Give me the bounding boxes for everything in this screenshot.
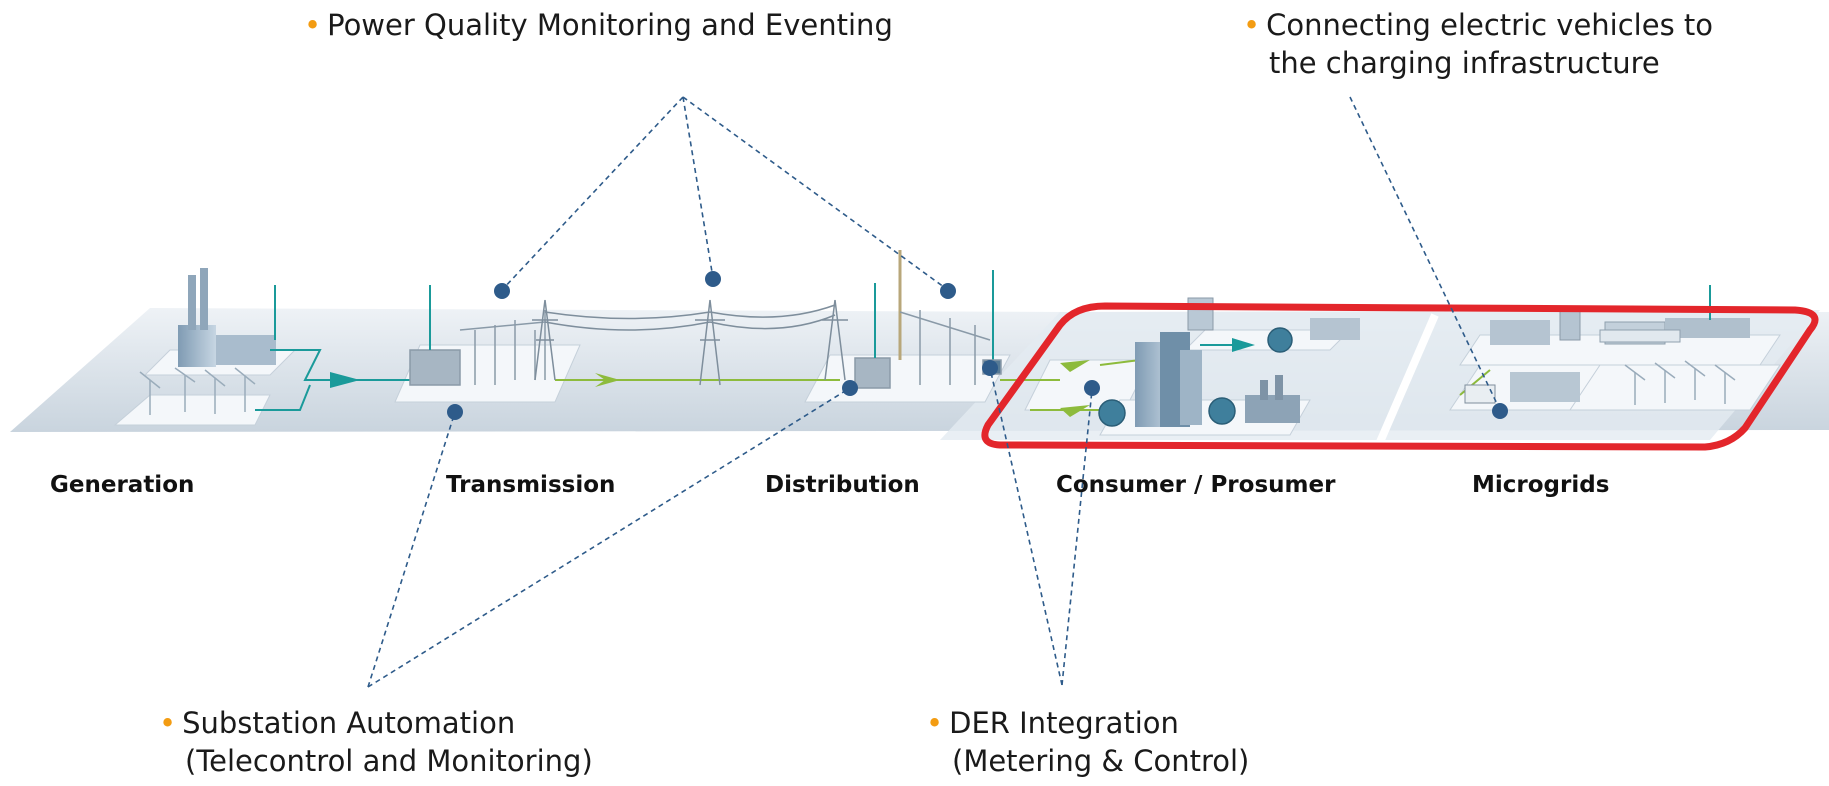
green-flow-arrow xyxy=(595,373,620,387)
callout-substation-line2: (Telecontrol and Monitoring) xyxy=(185,744,593,778)
generation-wind-turbines xyxy=(139,367,256,415)
stage-label-distribution: Distribution xyxy=(765,472,920,498)
bullet-icon: • xyxy=(926,706,944,740)
microgrid-assets xyxy=(1464,285,1750,405)
stage-label-transmission: Transmission xyxy=(446,472,616,498)
callout-der: •DER Integration (Metering & Control) xyxy=(926,704,1249,780)
location-markers xyxy=(447,271,1508,420)
callout-substation-line1: Substation Automation xyxy=(182,706,516,740)
callout-ev-charging: •Connecting electric vehicles to the cha… xyxy=(1243,6,1713,82)
stage-label-microgrids: Microgrids xyxy=(1472,472,1610,498)
callout-ev-charging-line1: Connecting electric vehicles to xyxy=(1266,8,1714,42)
marker-distribution-substation xyxy=(842,380,858,396)
marker-transmission-substation xyxy=(447,404,463,420)
prosumer-microgrid-highlight-border xyxy=(981,302,1819,451)
consumer-buildings xyxy=(1135,297,1581,427)
callout-ev-charging-line2: the charging infrastructure xyxy=(1269,46,1660,80)
marker-transmission-pq xyxy=(494,283,510,299)
green-flow-arrow-2 xyxy=(1060,360,1090,372)
transmission-substation xyxy=(409,285,546,386)
callout-substation: •Substation Automation (Telecontrol and … xyxy=(159,704,593,780)
marker-der-consumer xyxy=(1084,380,1100,396)
transmission-towers xyxy=(532,299,848,386)
bullet-icon: • xyxy=(1243,8,1261,42)
marker-der-distribution xyxy=(982,360,998,376)
callout-der-line2: (Metering & Control) xyxy=(952,744,1250,778)
green-flow-arrow-3 xyxy=(1060,405,1090,417)
marker-distribution-pq xyxy=(940,283,956,299)
teal-flow-arrow-2 xyxy=(1232,338,1255,352)
stage-label-consumer: Consumer / Prosumer xyxy=(1056,472,1336,498)
teal-flow-arrow xyxy=(330,372,360,388)
marker-tower-pq xyxy=(705,271,721,287)
callout-der-line1: DER Integration xyxy=(949,706,1179,740)
generation-plant xyxy=(178,268,276,367)
bullet-icon: • xyxy=(159,706,177,740)
smart-meters xyxy=(1098,327,1293,427)
bullet-icon: • xyxy=(304,8,322,42)
region-divider xyxy=(1376,313,1439,444)
marker-ev-charging xyxy=(1492,403,1508,419)
stage-label-generation: Generation xyxy=(50,472,195,498)
callout-leader-lines xyxy=(367,96,1501,688)
callout-power-quality: •Power Quality Monitoring and Eventing xyxy=(304,6,893,44)
callout-power-quality-text: Power Quality Monitoring and Eventing xyxy=(327,8,893,42)
